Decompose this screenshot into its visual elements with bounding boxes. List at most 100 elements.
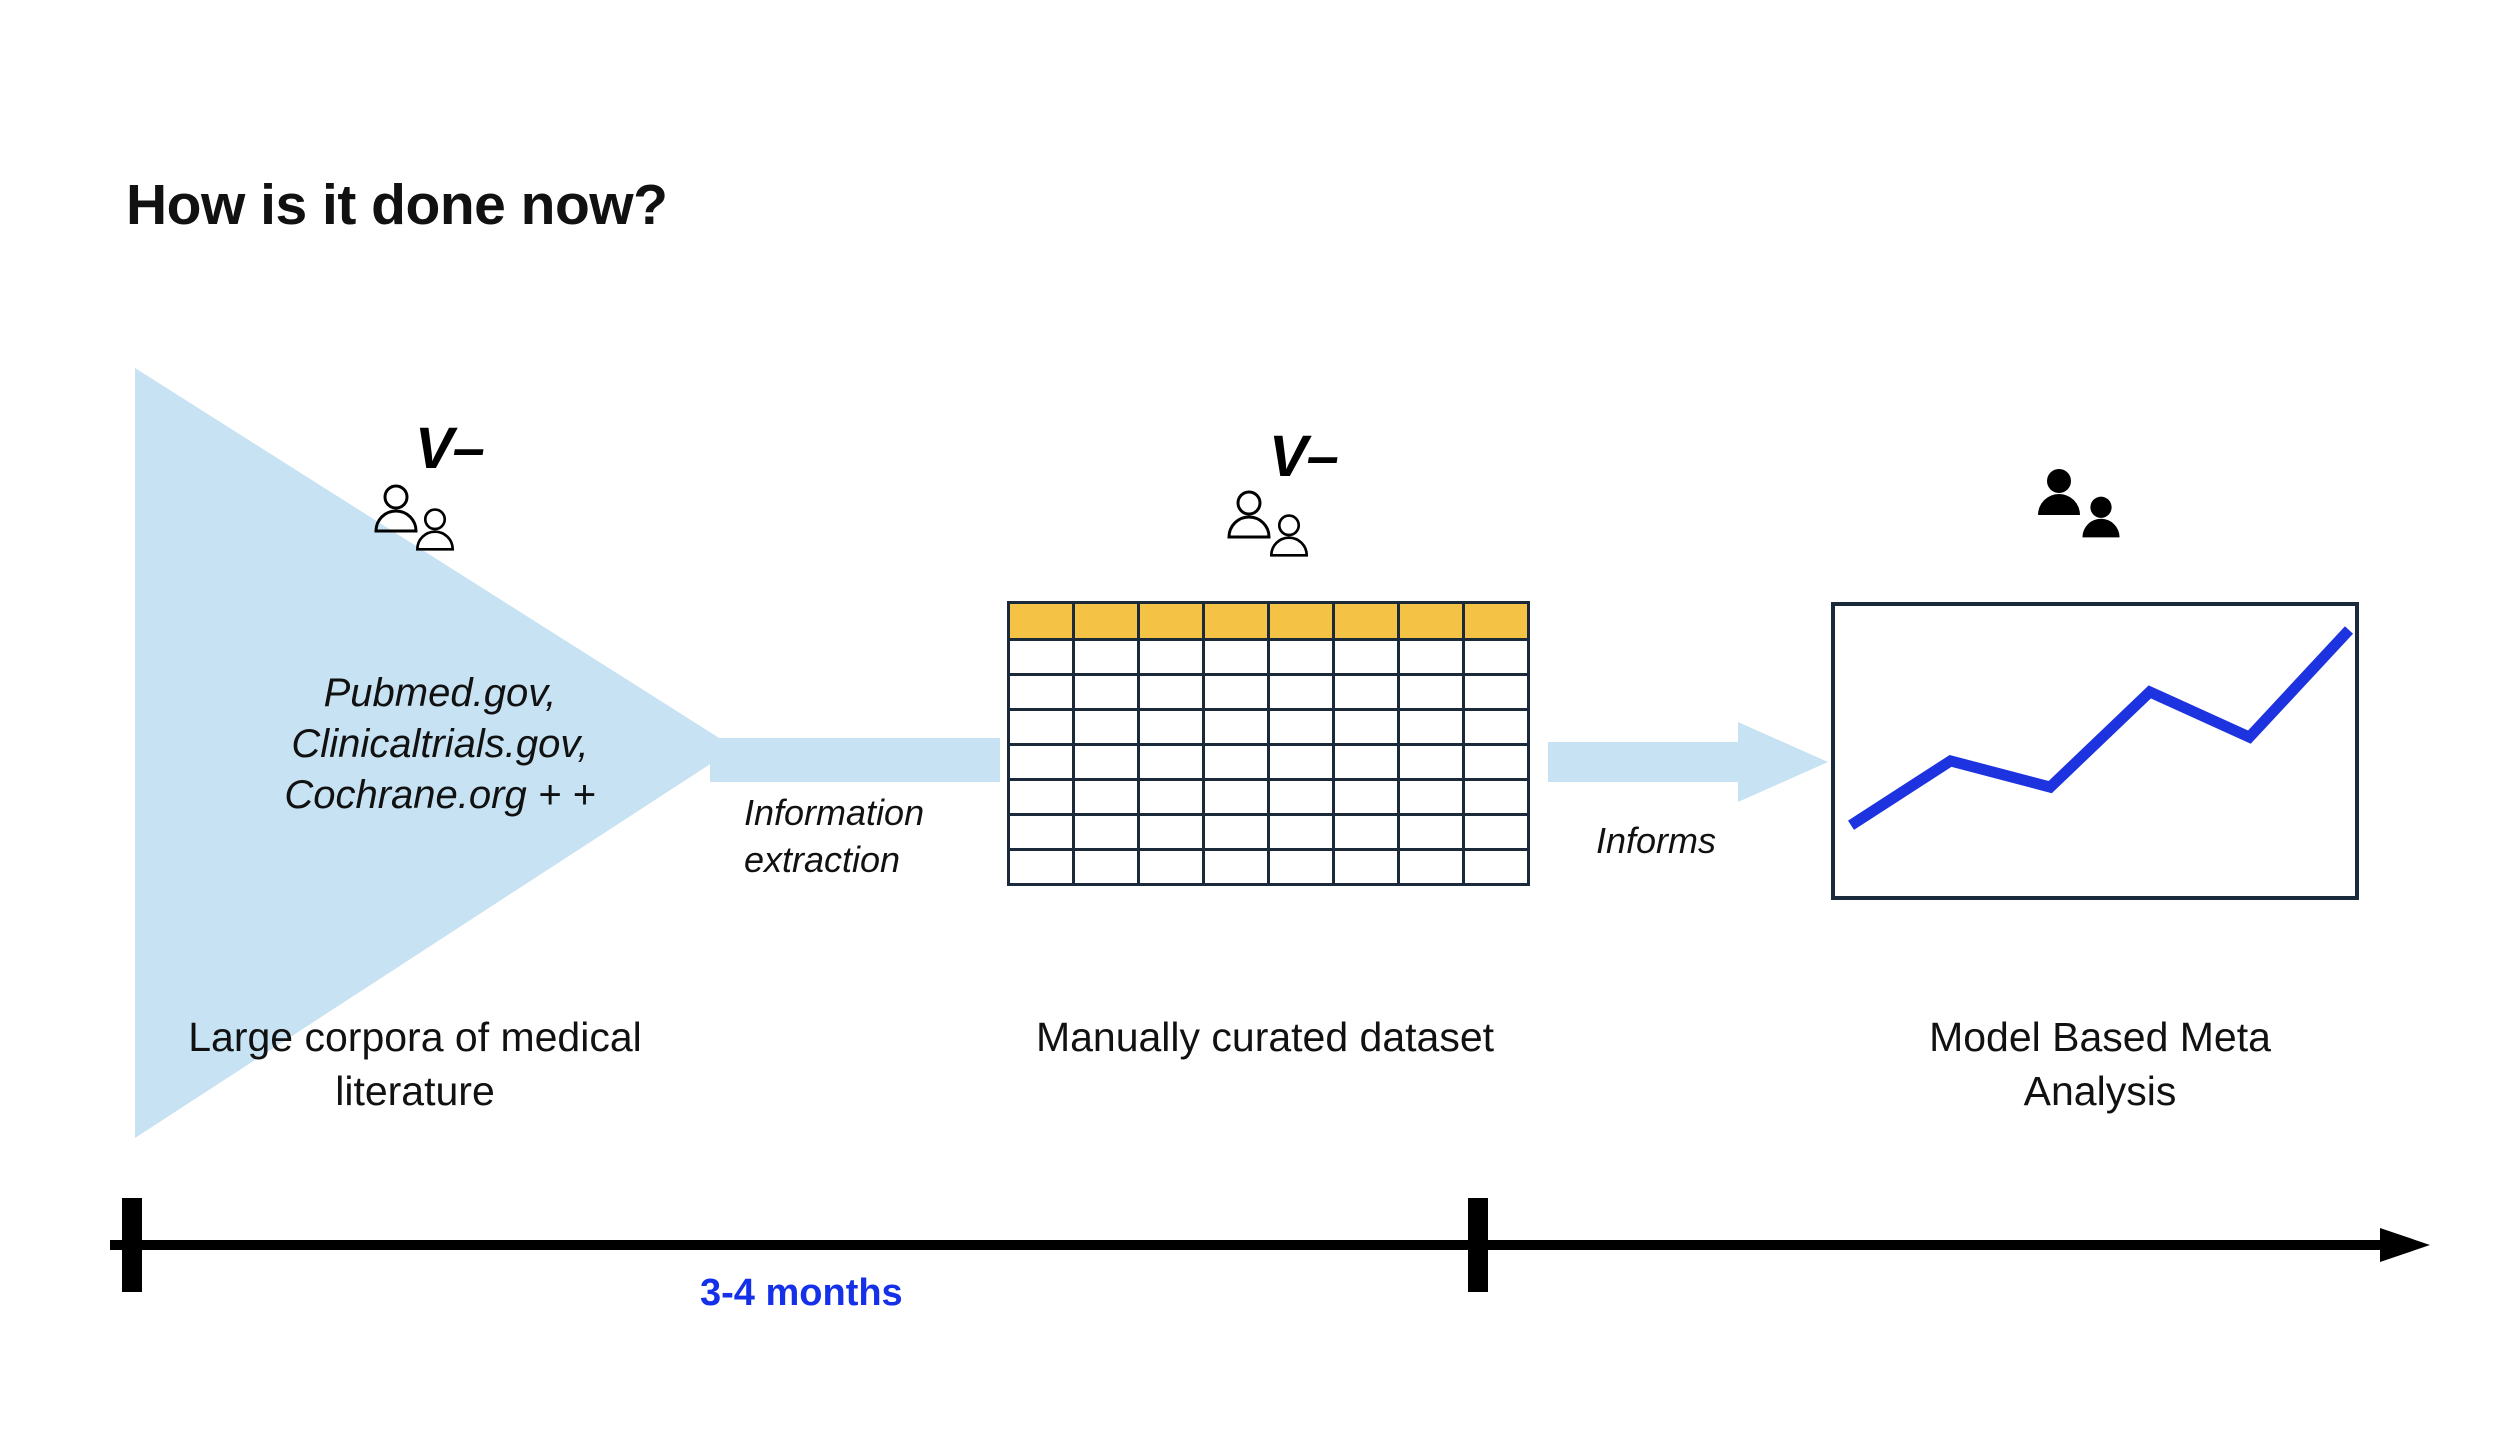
timeline-tick-mid xyxy=(1468,1198,1488,1292)
table-cell xyxy=(1267,708,1335,746)
table-row xyxy=(1007,638,1530,676)
table-cell xyxy=(1137,743,1205,781)
table-cell xyxy=(1332,778,1400,816)
table-cell xyxy=(1397,708,1465,746)
mbma-chart-box xyxy=(1831,602,2359,900)
table-cell xyxy=(1202,848,1270,886)
person-outline-icon xyxy=(374,484,418,533)
table-cell xyxy=(1072,813,1140,851)
table-cell xyxy=(1332,638,1400,676)
table-cell xyxy=(1462,638,1530,676)
table-cell xyxy=(1462,708,1530,746)
table-cell xyxy=(1332,708,1400,746)
table-cell xyxy=(1332,673,1400,711)
person-outline-icon xyxy=(1227,490,1271,539)
page-title: How is it done now? xyxy=(126,173,668,237)
stage-caption-dataset: Manually curated dataset xyxy=(1035,1014,1495,1060)
table-cell xyxy=(1137,708,1205,746)
table-cell xyxy=(1462,743,1530,781)
people-cluster-dataset: V– xyxy=(1223,428,1423,568)
table-cell xyxy=(1072,708,1140,746)
table-row xyxy=(1007,778,1530,816)
table-header-cell xyxy=(1462,601,1530,641)
table-cell xyxy=(1202,673,1270,711)
table-cell xyxy=(1462,673,1530,711)
table-header-cell xyxy=(1267,601,1335,641)
table-cell xyxy=(1462,778,1530,816)
person-outline-icon xyxy=(415,508,455,551)
table-cell xyxy=(1137,673,1205,711)
table-cell xyxy=(1007,778,1075,816)
connector-label-informs: Informs xyxy=(1596,820,1717,861)
person-filled-icon xyxy=(2082,496,2120,538)
table-header-cell xyxy=(1202,601,1270,641)
mbma-trend-line xyxy=(1848,626,2354,830)
table-cell xyxy=(1007,708,1075,746)
table-row xyxy=(1007,708,1530,746)
table-cell xyxy=(1397,778,1465,816)
curated-dataset-table xyxy=(1007,601,1530,886)
table-cell xyxy=(1072,778,1140,816)
table-header-cell xyxy=(1332,601,1400,641)
table-header-cell xyxy=(1137,601,1205,641)
timeline-tick-start xyxy=(122,1198,142,1292)
stage-caption-mbma: Model Based Meta Analysis xyxy=(1929,1014,2271,1115)
table-cell xyxy=(1007,638,1075,676)
stage-caption-corpora: Large corpora of medical literature xyxy=(188,1014,642,1115)
table-header-cell xyxy=(1072,601,1140,641)
v-annotation-glyph: V– xyxy=(415,416,485,481)
funnel-sources-text: Pubmed.gov, Clinicaltrials.gov, Cochrane… xyxy=(284,671,596,818)
table-row xyxy=(1007,848,1530,886)
table-cell xyxy=(1072,743,1140,781)
table-cell xyxy=(1137,638,1205,676)
table-cell xyxy=(1202,743,1270,781)
table-cell xyxy=(1007,848,1075,886)
table-cell xyxy=(1397,673,1465,711)
timeline-duration-label: 3-4 months xyxy=(700,1272,903,1314)
informs-arrow-icon xyxy=(1548,722,1828,802)
table-cell xyxy=(1332,743,1400,781)
funnel-shape xyxy=(135,368,735,1138)
table-cell xyxy=(1137,848,1205,886)
table-cell xyxy=(1137,813,1205,851)
funnel-neck xyxy=(710,738,1000,782)
table-cell xyxy=(1267,778,1335,816)
table-cell xyxy=(1072,638,1140,676)
table-cell xyxy=(1267,848,1335,886)
table-cell xyxy=(1332,813,1400,851)
people-cluster-mbma xyxy=(2033,466,2233,596)
table-header-cell xyxy=(1397,601,1465,641)
table-cell xyxy=(1332,848,1400,886)
table-row xyxy=(1007,673,1530,711)
table-cell xyxy=(1007,673,1075,711)
table-cell xyxy=(1202,778,1270,816)
table-cell xyxy=(1267,813,1335,851)
table-cell xyxy=(1397,743,1465,781)
table-cell xyxy=(1462,813,1530,851)
table-cell xyxy=(1267,743,1335,781)
table-row xyxy=(1007,813,1530,851)
people-cluster-corpora: V– xyxy=(370,420,570,560)
table-cell xyxy=(1137,778,1205,816)
timeline-axis xyxy=(110,1198,2430,1292)
table-cell xyxy=(1007,813,1075,851)
table-cell xyxy=(1462,848,1530,886)
table-cell xyxy=(1007,743,1075,781)
table-cell xyxy=(1202,813,1270,851)
person-filled-icon xyxy=(2038,469,2080,515)
table-cell xyxy=(1072,848,1140,886)
table-cell xyxy=(1397,638,1465,676)
table-cell xyxy=(1397,848,1465,886)
table-header-cell xyxy=(1007,601,1075,641)
table-cell xyxy=(1072,673,1140,711)
connector-label-information-extraction: Information extraction xyxy=(744,792,925,880)
table-cell xyxy=(1267,673,1335,711)
table-cell xyxy=(1397,813,1465,851)
table-row xyxy=(1007,743,1530,781)
table-cell xyxy=(1202,638,1270,676)
person-outline-icon xyxy=(1269,514,1309,557)
table-row xyxy=(1007,601,1530,641)
v-annotation-glyph: V– xyxy=(1269,424,1339,489)
table-cell xyxy=(1267,638,1335,676)
table-cell xyxy=(1202,708,1270,746)
